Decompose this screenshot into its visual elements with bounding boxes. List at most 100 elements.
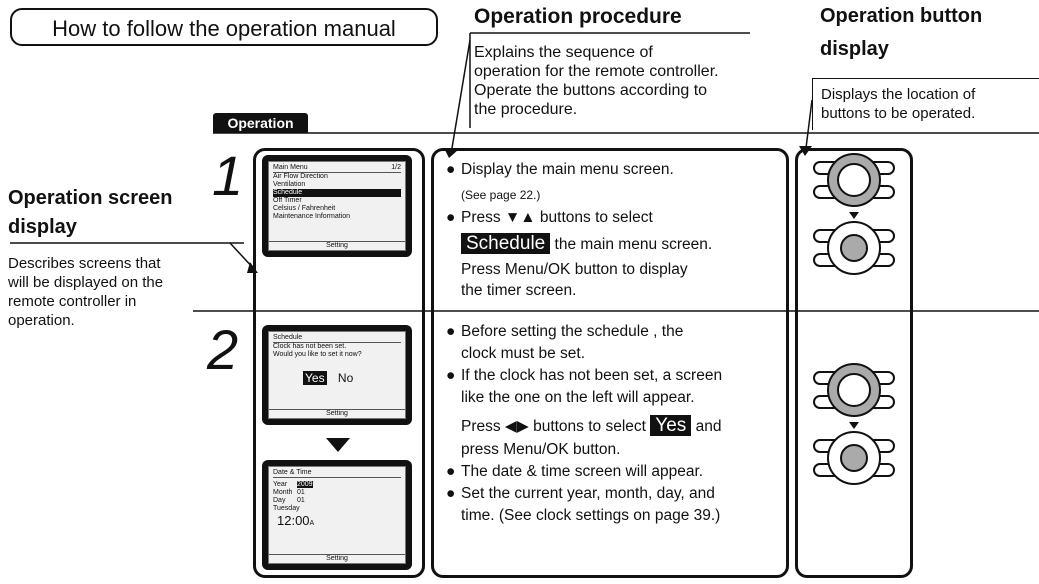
bullet-text: the main menu screen.: [554, 236, 713, 253]
lcd-menu-header: Main Menu 1/2: [273, 164, 401, 173]
button-panel: [795, 148, 913, 578]
step1-bullet-2: ● Press ▼▲ buttons to select: [446, 208, 653, 227]
lcd-day-row: Day 01: [273, 497, 401, 505]
bullet-dot: ●: [446, 485, 456, 502]
button-title-line: display: [820, 38, 889, 60]
lcd-footer: Setting: [269, 241, 405, 250]
lcd-menu-page: 1/2: [391, 164, 401, 171]
lcd-date-title: Date & Time: [273, 469, 401, 478]
manual-title: How to follow the operation manual: [10, 8, 438, 46]
step2-bullet-4-line2: time. (See clock settings on page 39.): [461, 507, 721, 524]
nav-pad-icon: [813, 363, 895, 417]
screen-desc-line: Describes screens that: [8, 255, 161, 272]
lcd-day-value: 01: [296, 497, 305, 504]
button-title-line: Operation button: [820, 5, 983, 27]
lcd-day-label: Day: [273, 497, 286, 504]
operation-section-tab: Operation: [213, 113, 308, 133]
step1-bullet-2-line4: the timer screen.: [461, 282, 577, 299]
button-desc-line: Displays the location of: [821, 86, 976, 103]
screen-desc-line: will be displayed on the: [8, 274, 164, 291]
step-number-1: 1: [212, 144, 244, 207]
step2-bullet-2-line3: Press ◀▶ buttons to select Yes and: [461, 415, 722, 436]
lcd-schedule-line: Clock has not been set.: [273, 343, 347, 350]
bullet-dot: ●: [446, 323, 456, 340]
procedure-desc-line: Explains the sequence of: [474, 44, 653, 61]
lcd-menu-title: Main Menu: [273, 164, 308, 171]
step2-bullet-4: ● Set the current year, month, day, and: [446, 484, 715, 503]
lcd-time-suffix: A: [309, 520, 315, 527]
lcd-month-value: 01: [296, 489, 305, 496]
lcd-month-row: Month 01: [273, 489, 401, 497]
lcd-footer-label: Setting: [326, 410, 348, 417]
down-arrow-icon: [326, 438, 350, 452]
ok-button-icon: [813, 221, 895, 275]
screen-title-line: Operation screen: [8, 187, 173, 209]
lcd-month-label: Month: [273, 489, 293, 496]
procedure-desc-line: Operate the buttons according to: [474, 82, 708, 99]
lcd-time-row: 12:00A: [273, 513, 401, 531]
lcd-menu-item: Ventilation: [273, 181, 306, 188]
nav-pad-icon: [813, 153, 895, 207]
step2-bullet-2: ● If the clock has not been set, a scree…: [446, 366, 723, 385]
bullet-dot: ●: [446, 209, 456, 226]
bullet-text: Press ◀▶ buttons to select: [461, 418, 646, 435]
lcd-date-time: Date & Time Year 2009 Month 01 Day 01 Tu…: [262, 460, 412, 570]
yes-highlight: Yes: [650, 415, 692, 436]
lcd-year-value: 2009: [296, 481, 313, 488]
lcd-menu-item: Maintenance Information: [273, 213, 351, 220]
lcd-footer: Setting: [269, 409, 405, 418]
button-display-title: Operation button display: [820, 4, 982, 62]
bullet-text: If the clock has not been set, a screen: [461, 367, 723, 384]
schedule-highlight: Schedule: [461, 233, 551, 254]
step2-bullet-1-line2: clock must be set.: [461, 345, 586, 362]
bullet-text: Press ▼▲ buttons to select: [461, 209, 653, 226]
screen-title-line: display: [8, 216, 77, 238]
procedure-desc-line: operation for the remote controller.: [474, 63, 719, 80]
remote-buttons-step2: [813, 363, 895, 485]
down-arrow-icon: [849, 212, 859, 219]
bullet-dot: ●: [446, 463, 456, 480]
lcd-schedule-title: Schedule: [273, 334, 401, 343]
lcd-year-label: Year: [273, 481, 288, 488]
bullet-text: The date & time screen will appear.: [461, 463, 704, 480]
bullet-text: Display the main menu screen.: [461, 161, 674, 178]
screen-desc-line: remote controller in: [8, 293, 137, 310]
bullet-text: and: [695, 418, 722, 435]
remote-buttons-step1: [813, 153, 895, 275]
procedure-description: Explains the sequence of operation for t…: [474, 43, 719, 119]
step-number-2: 2: [207, 318, 239, 381]
lcd-schedule-screen: Schedule Clock has not been set. Would y…: [268, 331, 406, 419]
lcd-yes-no-row: Yes No: [273, 371, 401, 385]
bullet-dot: ●: [446, 367, 456, 384]
bullet-dot: ●: [446, 161, 456, 178]
button-display-description: Displays the location of buttons to be o…: [812, 78, 1039, 130]
screen-display-title: Operation screen display: [8, 186, 173, 240]
lcd-main-menu-screen: Main Menu 1/2 Air Flow Direction Ventila…: [268, 161, 406, 251]
lcd-menu-item: Off Timer: [273, 197, 302, 204]
procedure-title: Operation procedure: [474, 5, 682, 28]
bullet-text: Before setting the schedule , the: [461, 323, 684, 340]
step1-bullet-1: ● Display the main menu screen.: [446, 160, 674, 179]
screen-desc-line: operation.: [8, 312, 75, 329]
lcd-menu-item-selected: Schedule: [273, 189, 401, 197]
step1-note: (See page 22.): [461, 188, 541, 202]
step2-bullet-1: ● Before setting the schedule , the: [446, 322, 684, 341]
button-desc-line: buttons to be operated.: [821, 105, 976, 122]
lcd-time: 12:00: [277, 513, 310, 528]
down-arrow-icon: [849, 422, 859, 429]
bullet-text: Set the current year, month, day, and: [461, 485, 715, 502]
step2-bullet-3: ● The date & time screen will appear.: [446, 462, 704, 481]
lcd-footer-label: Setting: [326, 242, 348, 249]
lcd-footer: Setting: [269, 554, 405, 563]
lcd-no-option: No: [337, 371, 354, 385]
lcd-yes-option: Yes: [303, 371, 327, 385]
procedure-desc-line: the procedure.: [474, 101, 578, 118]
screen-display-description: Describes screens that will be displayed…: [8, 254, 163, 330]
lcd-menu-item: Air Flow Direction: [273, 173, 328, 180]
lcd-footer-label: Setting: [326, 555, 348, 562]
step2-bullet-2-line4: press Menu/OK button.: [461, 441, 621, 458]
lcd-main-menu: Main Menu 1/2 Air Flow Direction Ventila…: [262, 155, 412, 257]
screen-panel: [253, 148, 425, 578]
lcd-weekday: Tuesday: [273, 505, 300, 512]
